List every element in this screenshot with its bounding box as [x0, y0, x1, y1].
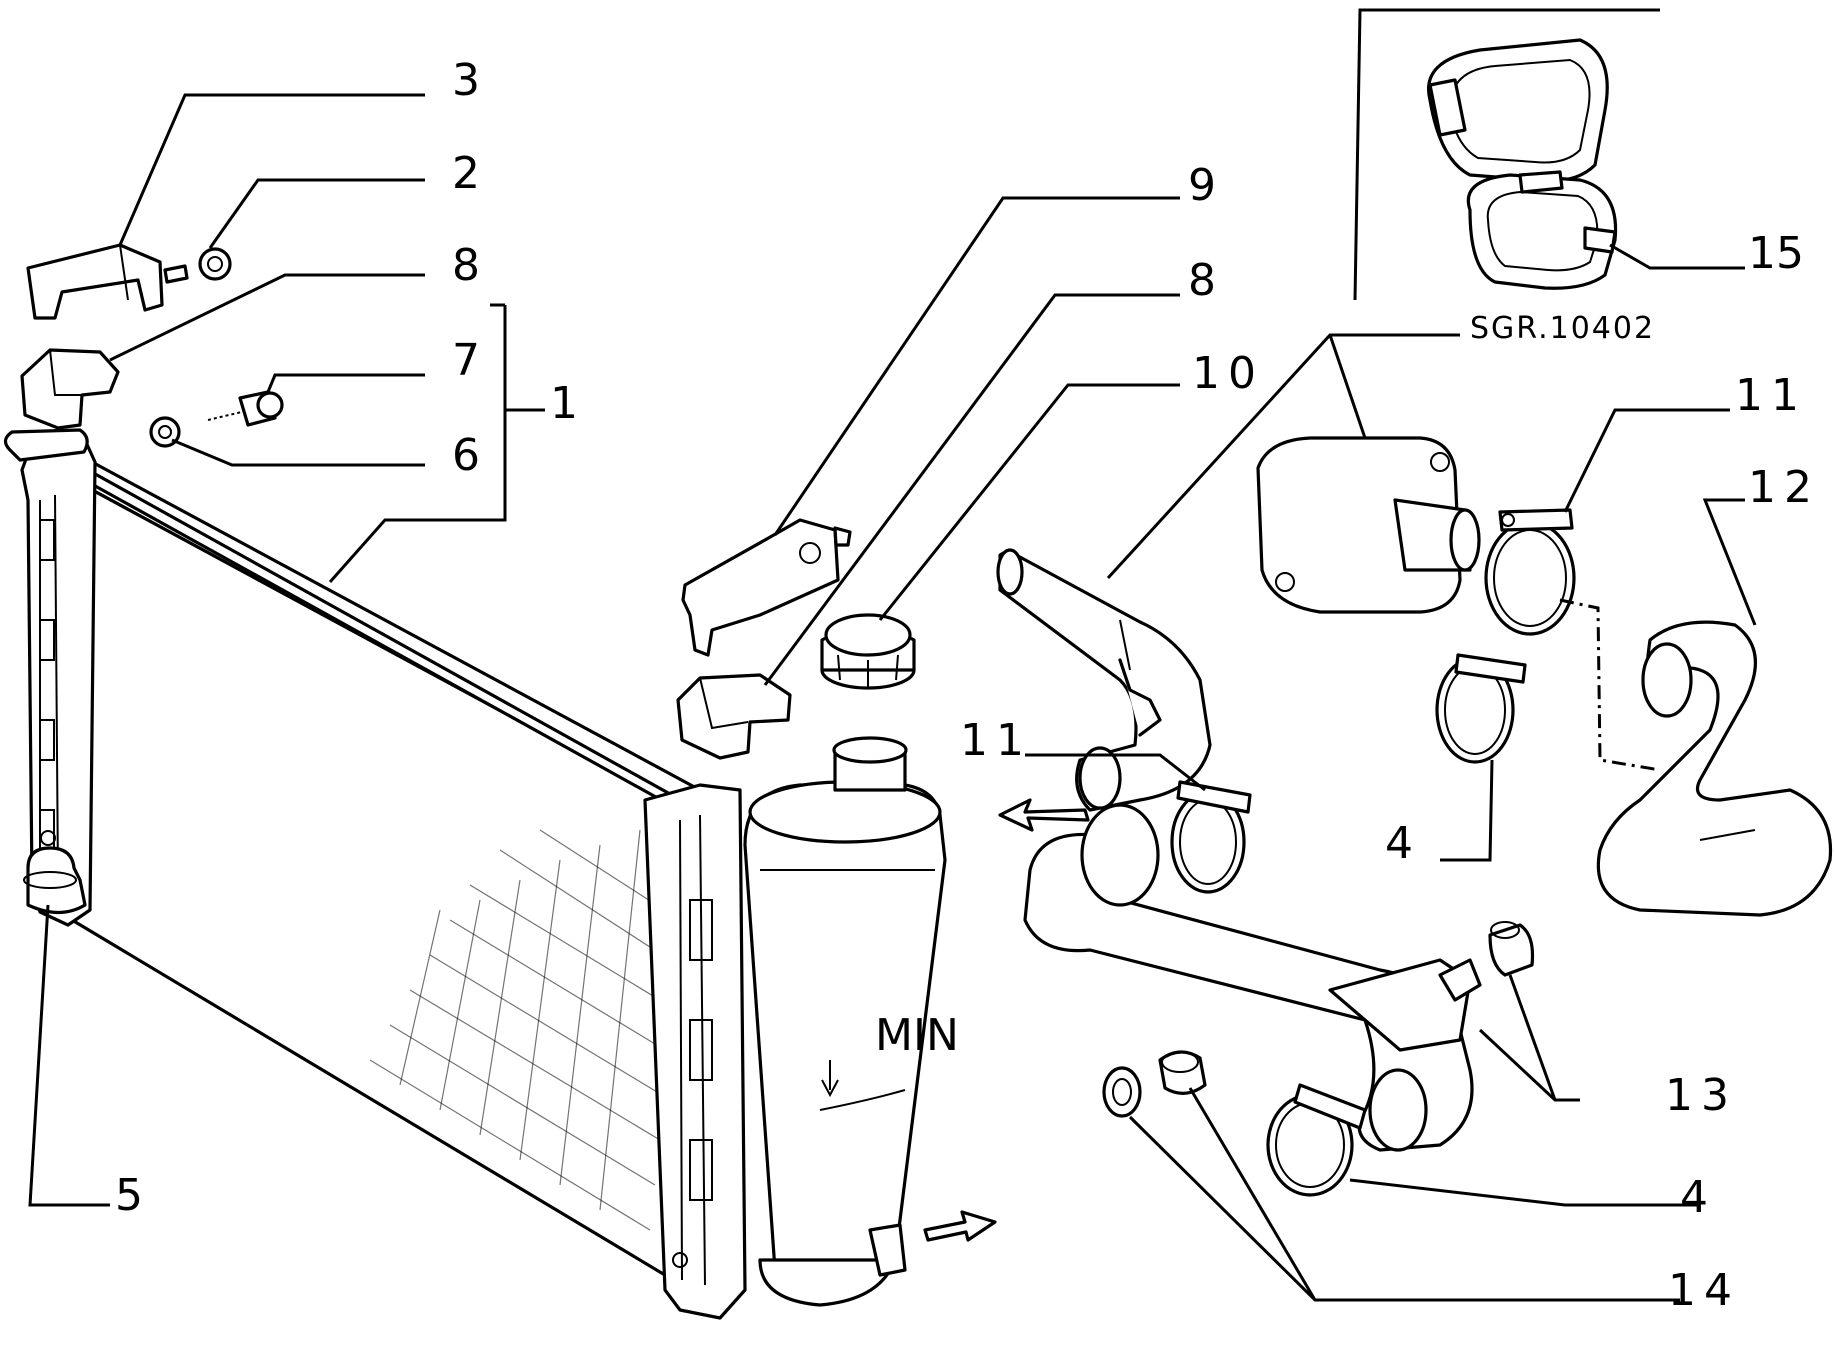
rubber-mount-left: [20, 348, 120, 430]
washer-left: [149, 416, 181, 448]
thermostat-housing: [1256, 436, 1481, 614]
hose-clip-inset: [1427, 38, 1618, 290]
drain-washer: [1102, 1066, 1142, 1118]
rubber-mount-right: [676, 673, 792, 760]
radiator-left-end-tank: [3, 428, 97, 927]
callout-8-right: 8: [1188, 255, 1216, 306]
callout-15: 15: [1748, 228, 1804, 279]
callout-3: 3: [452, 55, 480, 106]
bleed-screw: [207, 390, 284, 427]
s-shaped-hose: [1596, 620, 1833, 917]
flow-arrow-out: [998, 798, 1090, 832]
drain-plug: [1158, 1050, 1207, 1095]
expansion-tank: MIN: [743, 736, 959, 1307]
lower-hose: [1023, 803, 1482, 1152]
callout-7: 7: [452, 335, 480, 386]
leader-lines: [28, 8, 1757, 1302]
radiator-right-end-tank: [643, 783, 747, 1320]
tank-min-marking: MIN: [875, 1010, 959, 1061]
callout-labels: 3 2 8 7 1 6 5 9 8 10 15 11 12 11 4 13 4 …: [115, 55, 1820, 1316]
callout-11: 11: [1735, 370, 1807, 421]
callout-11-lower: 11: [960, 715, 1032, 766]
rubber-grommet: [23, 846, 87, 915]
callout-12: 12: [1748, 462, 1820, 513]
callout-4: 4: [1385, 818, 1413, 869]
callout-1: 1: [550, 378, 578, 429]
sensor-plug: [1488, 921, 1535, 977]
hose-clamp-11-upper: [1484, 508, 1576, 636]
callout-6: 6: [452, 430, 480, 481]
callout-13: 13: [1665, 1070, 1737, 1121]
upper-bracket: [26, 243, 189, 320]
tank-bracket: [681, 518, 852, 657]
hose-clamp-4-upper: [1435, 653, 1527, 764]
expansion-tank-cap: [820, 613, 916, 690]
flow-arrow-in: [923, 1210, 997, 1242]
callout-9: 9: [1188, 160, 1216, 211]
callout-8: 8: [452, 240, 480, 291]
callout-4-lower: 4: [1680, 1172, 1708, 1223]
callout-2: 2: [452, 148, 480, 199]
nut: [198, 247, 232, 281]
callout-10: 10: [1192, 348, 1264, 399]
radiator-core: [68, 460, 702, 1292]
callout-5: 5: [115, 1170, 143, 1221]
callout-14: 14: [1668, 1265, 1740, 1316]
hose-clamp-11-lower: [1170, 780, 1252, 894]
reference-code: SGR.10402: [1470, 311, 1655, 346]
hose-clamp-4-lower: [1266, 1083, 1367, 1197]
radiator-fins: [369, 829, 673, 1231]
